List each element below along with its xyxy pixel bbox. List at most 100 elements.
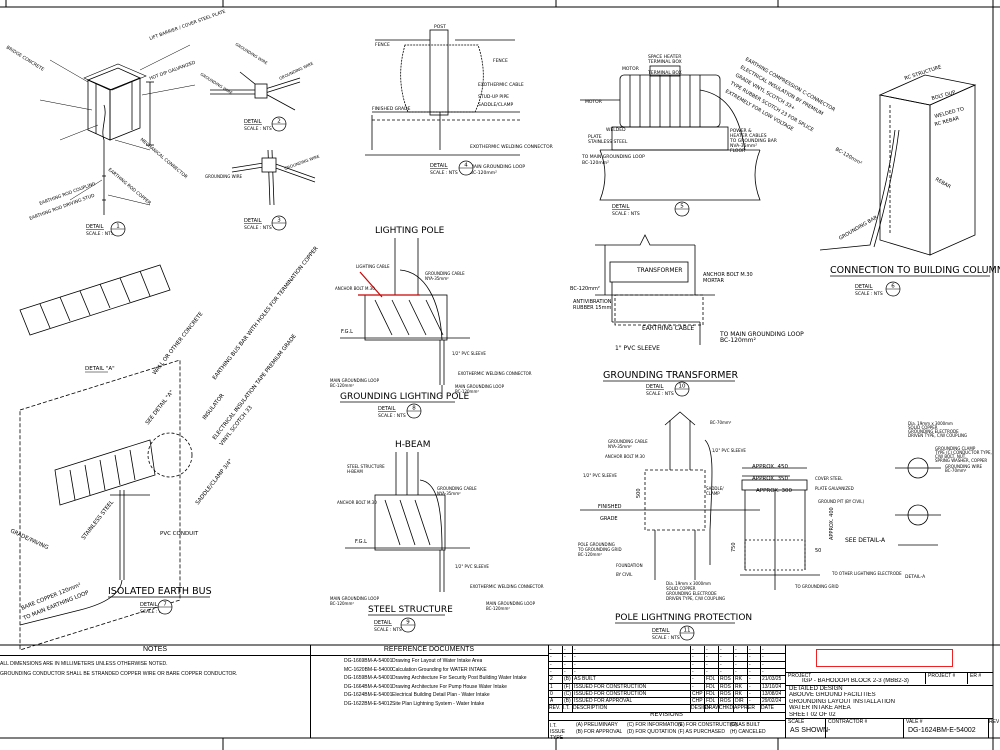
d10-label: EARTHING CABLE xyxy=(642,325,694,332)
detail-9-drawing xyxy=(345,452,470,592)
d5-label: MOTOR xyxy=(622,66,639,72)
revision-cell: - xyxy=(564,661,566,668)
d5-label: BC-120mm² xyxy=(582,160,609,166)
d10-label: 1" PVC SLEEVE xyxy=(615,345,660,352)
detail-callout-title: DETAIL xyxy=(244,218,262,224)
d4-label: SADDLE/CLAMP xyxy=(478,102,514,108)
revision-cell: - xyxy=(564,668,566,675)
revision-cell: - xyxy=(720,661,722,668)
divider xyxy=(988,718,989,738)
drawing-title-line: GROUNDING LAYOUT INSTALLATION xyxy=(789,698,895,705)
revision-cell: - xyxy=(706,647,708,653)
drawing-title-line: WATER INTAKE AREA xyxy=(789,705,851,712)
detail-callout-scale: SCALE : NTS xyxy=(652,635,680,641)
revision-cell: (B) xyxy=(564,698,571,705)
revision-cell: - xyxy=(762,654,764,661)
d10-label: TRANSFORMER xyxy=(636,267,682,274)
detail-9-labels: STEEL STRUCTURE H-BEAM GROUNDING CABLE N… xyxy=(330,464,544,611)
revision-cell: (F) xyxy=(564,683,571,690)
d4-label: EXOTHERMIC WELDING CONNECTOR xyxy=(470,144,553,150)
d9-label: STEEL STRUCTURE xyxy=(347,464,385,469)
d9-label: EXOTHERMIC WELDING CONNECTOR xyxy=(470,584,544,589)
revision-column-header: REV. xyxy=(549,705,561,712)
d5-label: TO GROUNDING BAR xyxy=(729,138,777,144)
revision-cell: - xyxy=(574,654,576,661)
reference-code: DG-1622BM-E-54012 xyxy=(344,700,393,707)
detail-callout-title: DETAIL xyxy=(612,204,630,210)
reference-description: Electrical Building Detail Plan - Water … xyxy=(392,692,490,698)
revision-cell: CHP xyxy=(692,690,703,697)
drawing-number: DG-1624BM-E-54002 xyxy=(908,727,976,734)
revision-cell: - xyxy=(550,661,552,668)
d11-label: BC-120mm² xyxy=(578,552,602,557)
divider xyxy=(704,646,705,712)
issue-type-legend-item: (B) FOR APPROVAL xyxy=(576,728,623,735)
revision-cell: - xyxy=(692,654,694,661)
d1-label: HOT DIP GALVANIZED xyxy=(149,59,197,81)
d9-label: F.G.L xyxy=(355,539,367,545)
d10-label: BC-120mm² xyxy=(570,286,600,292)
divider xyxy=(785,685,993,686)
detail-6-labels: RC STRUCTURE EARTHING COMPRESSION C-CONN… xyxy=(724,57,965,242)
revision-cell: - xyxy=(574,668,576,675)
d8-label: LIGHTING CABLE xyxy=(356,264,390,269)
d10-label: ANTIVIBRATION xyxy=(573,299,612,305)
d4-label: FENCE xyxy=(493,58,508,64)
detail-callout-title: DETAIL xyxy=(855,284,873,290)
d9-label: H-BEAM xyxy=(347,469,363,474)
revision-cell: - xyxy=(720,647,722,653)
revision-cell: - xyxy=(692,668,694,675)
d8-label: ANCHOR BOLT M.30 xyxy=(335,286,375,291)
revision-cell: RK xyxy=(735,676,742,683)
d11-label: Dia. 19mm x 3000mm xyxy=(666,581,711,586)
d11-label: C/W BOLT, NUT, xyxy=(935,454,967,459)
d9-label: BC-120mm² xyxy=(330,601,354,606)
revision-cell: - xyxy=(735,654,737,661)
d2-label: GROUNDING WIRE xyxy=(234,42,268,66)
d4-label: STUD-UP PIPE xyxy=(478,94,509,100)
detail-8-drawing xyxy=(340,238,470,398)
d7-label: GRADE/PAVING xyxy=(9,528,49,551)
revision-cell: 1 xyxy=(550,683,553,690)
d9-label: NYA-35mm² xyxy=(437,491,461,496)
reference-code: MC-1620BM-E-54000 xyxy=(344,666,393,673)
d11-label: DRIVEN TYPE, C/W COUPLING xyxy=(908,433,967,438)
d8-label: BC-120mm² xyxy=(330,383,354,388)
notes-heading: NOTES xyxy=(142,646,168,653)
d11-label: BC-70mm² xyxy=(710,420,732,425)
detail-callout-scale: SCALE : NTS xyxy=(140,609,168,615)
d9-label: 1/2" PVC SLEEVE xyxy=(455,564,489,569)
d11-label: GROUND PIT (BY CIVIL) xyxy=(818,499,865,504)
d4-label: FENCE xyxy=(375,42,390,48)
d4-label: POST xyxy=(434,24,446,30)
detail-callout-scale: SCALE : NTS xyxy=(378,413,406,419)
revision-cell: - xyxy=(749,647,751,653)
detail-2-3-labels: GROUNDING WIRE GROUNDING WIRE GROUNDING … xyxy=(199,42,320,179)
revision-cell: - xyxy=(706,654,708,661)
d10-label: MORTAR xyxy=(703,278,724,284)
detail-number: 1 xyxy=(116,224,120,230)
divider xyxy=(903,718,904,738)
d11-label: TO OTHER LIGHTNING ELECTRODE xyxy=(831,571,902,576)
revision-cell: - xyxy=(550,668,552,675)
revision-cell: 29/02/24 xyxy=(762,698,782,705)
detail-5-labels: SPACE HEATER TERMINAL BOX MOTOR TERMINAL… xyxy=(581,54,777,166)
divider xyxy=(718,646,719,712)
revision-column-header: CHKD. xyxy=(719,705,735,712)
revision-cell: - xyxy=(706,661,708,668)
detail-4-drawing xyxy=(365,29,520,156)
d11-label: 1/2" PVC SLEEVE xyxy=(712,448,746,453)
revision-cell: - xyxy=(749,676,751,683)
revision-column-header: I.T. xyxy=(563,705,570,712)
detail-2-drawing xyxy=(210,71,316,206)
d8-label: 1/2" PVC SLEEVE xyxy=(452,351,486,356)
revision-cell: - xyxy=(735,661,737,668)
revision-cell: ISSUED FOR APPROVAL xyxy=(574,698,633,705)
detail-7-drawing xyxy=(19,264,193,651)
d11-label: APPROX. 400 xyxy=(829,507,835,540)
revision-cell: (C) xyxy=(564,690,571,697)
issue-type-legend-item: (A) PRELIMINARY xyxy=(576,721,618,728)
divider xyxy=(548,675,785,677)
